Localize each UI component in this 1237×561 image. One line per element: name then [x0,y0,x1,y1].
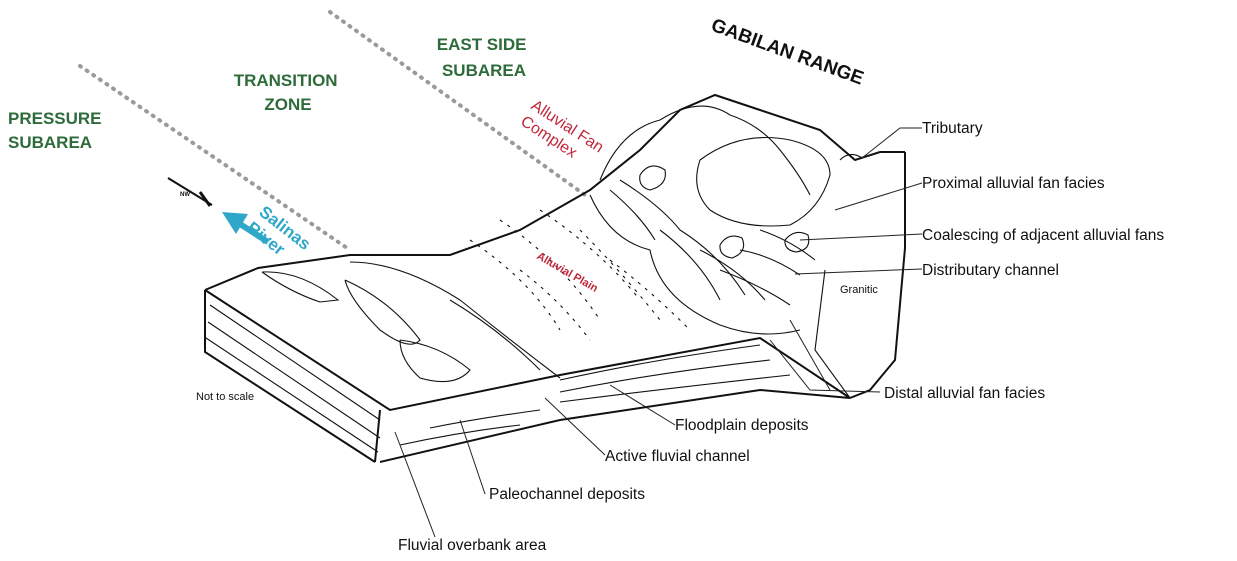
callout-floodplain-deposits: Floodplain deposits [675,417,809,434]
callout-proximal-facies: Proximal alluvial fan facies [922,175,1105,192]
callout-distal-facies: Distal alluvial fan facies [884,385,1045,402]
callout-tributary: Tributary [922,120,983,137]
callout-distributary-channel: Distributary channel [922,262,1059,279]
compass-nw-label: NW [180,192,190,198]
callout-leaders [395,128,922,537]
callout-paleochannel-deposits: Paleochannel deposits [489,486,645,503]
east-side-subarea-label: EAST SIDE SUBAREA [437,35,531,80]
callout-overbank-area: Fluvial overbank area [398,537,547,554]
alluvial-plain-label: Alluvial Plain [535,250,601,295]
river-channel-sketch [262,210,690,382]
compass-icon: NW [168,178,212,206]
callout-active-channel: Active fluvial channel [605,448,750,465]
pressure-subarea-label: PRESSURE SUBAREA [8,109,106,152]
divider-pressure-transition [80,66,350,250]
alluvial-fan-complex-label: Alluvial Fan Complex [517,97,610,175]
callout-coalescing-fans: Coalescing of adjacent alluvial fans [922,227,1164,244]
granitic-label: Granitic [840,284,878,296]
scale-note: Not to scale [196,391,254,403]
transition-zone-label: TRANSITION ZONE [234,71,343,114]
gabilan-range-label: GABILAN RANGE [708,15,866,90]
